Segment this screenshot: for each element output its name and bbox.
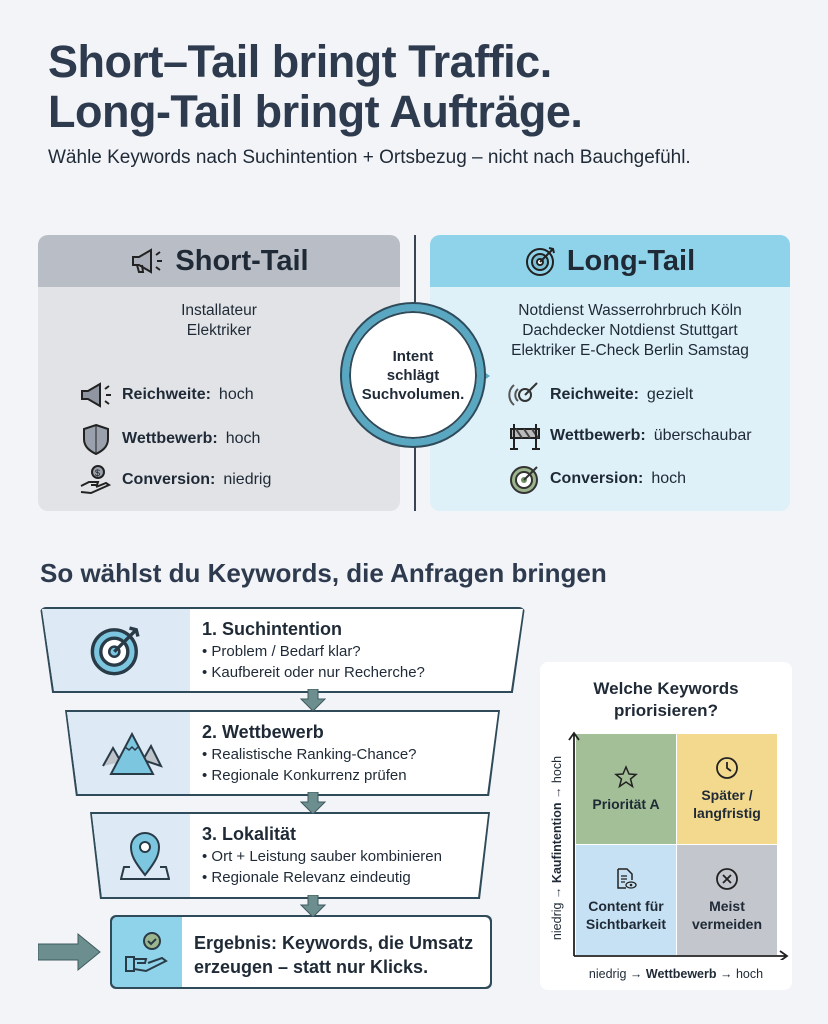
short-tail-heading: Short-Tail [175,244,309,277]
step-title: 3. Lokalität [202,824,297,844]
quadrant-label: Meist [709,898,745,914]
arrow-down-icon [300,689,326,711]
feature-label: Conversion: [550,470,644,487]
axis-text: niedrig → [550,886,564,941]
short-tail-header: Short-Tail [38,235,400,287]
arrow-down-icon [300,792,326,814]
bubble-text: Intent [392,347,434,365]
long-tail-header: Long-Tail [430,235,790,287]
step-title: 2. Wettbewerb [202,722,324,742]
axis-text: → hoch [550,755,564,800]
funnel-step-suchintention: 1. Suchintention • Problem / Bedarf klar?… [40,607,525,693]
feature-label: Reichweite: [122,386,211,403]
hand-check-icon [125,932,168,973]
star-icon [614,765,638,789]
x-circle-icon [716,868,738,890]
feature-conversion: $ Conversion: niedrig [78,464,271,496]
quadrant-priority-a: Priorität A [576,734,676,844]
quadrant-label: Später / [701,787,753,803]
keyword: Elektriker E-Check Berlin Samstag [511,342,749,359]
feature-label: Reichweite: [550,386,639,403]
headline-line-2: Long-Tail bringt Aufträge. [48,86,583,137]
quadrant-label: Content für [588,898,664,914]
clock-icon [716,757,738,779]
short-tail-keywords: Installateur Elektriker [38,301,400,341]
quadrant-label: Sichtbarkeit [585,916,667,932]
axis-title: Kaufintention [550,802,564,884]
step-bullet: • Kaufbereit oder nur Recherche? [202,664,425,681]
y-axis-label: niedrig → Kaufintention → hoch [550,733,568,963]
short-tail-card: Short-Tail Installateur Elektriker Reich… [38,235,400,511]
megaphone-icon [81,382,111,408]
target-icon [525,247,555,276]
step-bullet: • Problem / Bedarf klar? [202,643,361,660]
quadrant-label: vermeiden [691,916,763,932]
result-text: erzeugen – statt nur Klicks. [194,957,429,977]
mountain-icon [101,731,163,775]
barrier-icon [510,424,540,450]
feature-reichweite: Reichweite: hoch [78,381,254,409]
keyword: Elektriker [186,322,252,339]
quadrant-later: Später / langfristig [677,734,777,844]
target-icon [510,466,538,494]
feature-wettbewerb: Wettbewerb: überschaubar [508,421,752,451]
step-bullet: • Ort + Leistung sauber kombinieren [202,848,442,865]
target-radar-icon [508,382,538,406]
feature-wettbewerb: Wettbewerb: hoch [78,423,260,455]
quadrant-label: Priorität A [592,796,660,812]
shield-icon [83,423,109,455]
keyword: Notdienst Wasserrohrbruch Köln [518,302,742,319]
result-text: Ergebnis: Keywords, die Umsatz [194,933,474,953]
funnel-step-wettbewerb: 2. Wettbewerb • Realistische Ranking-Chan… [65,710,500,796]
keyword: Dachdecker Notdienst Stuttgart [522,322,738,339]
target-icon [90,626,140,676]
x-axis-label: niedrig → Wettbewerb → hoch [560,967,792,981]
result-box: Ergebnis: Keywords, die Umsatz erzeugen –… [110,915,492,989]
feature-value: niedrig [223,471,272,488]
matrix-title: Welche Keywords priorisieren? [540,678,792,722]
svg-text:$: $ [95,468,100,478]
feature-reichweite: Reichweite: gezielt [508,379,693,411]
megaphone-icon [132,248,163,274]
feature-value: hoch [225,430,261,447]
subtitle: Wähle Keywords nach Suchintention + Orts… [48,147,691,168]
feature-conversion: Conversion: hoch [508,463,686,495]
headline-line-1: Short–Tail bringt Traffic. [48,36,552,87]
bubble-text: Suchvolumen. [361,385,465,403]
hand-coin-icon: $ [80,465,112,495]
matrix-title-line: priorisieren? [614,701,718,720]
feature-value: hoch [218,386,254,403]
step-title: 1. Suchintention [202,619,343,639]
feature-label: Conversion: [122,471,216,488]
priority-matrix: Welche Keywords priorisieren? Priorität A… [540,662,792,990]
section-heading: So wählst du Keywords, die Anfragen brin… [40,558,607,588]
matrix-axes [568,731,789,960]
step-bullet: • Regionale Konkurrenz prüfen [202,767,407,784]
step-bullet: • Regionale Relevanz eindeutig [202,869,411,886]
arrow-right-icon [38,932,101,972]
long-tail-heading: Long-Tail [566,244,696,277]
axis-text: niedrig → [588,967,643,981]
location-pin-icon [120,831,170,880]
feature-label: Wettbewerb: [550,427,646,444]
feature-value: hoch [651,470,687,487]
quadrant-avoid: Meist vermeiden [677,845,777,955]
axis-title: Wettbewerb [645,967,717,981]
matrix-title-line: Welche Keywords [593,679,739,698]
long-tail-keywords: Notdienst Wasserrohrbruch Köln Dachdecke… [470,301,790,361]
document-eye-icon [617,868,637,889]
quadrant-label: langfristig [693,805,761,821]
feature-value: überschaubar [653,427,752,444]
funnel-step-lokalitaet: 3. Lokalität • Ort + Leistung sauber komb… [90,812,490,899]
long-tail-card: Long-Tail Notdienst Wasserrohrbruch Köln… [430,235,790,511]
keyword: Installateur [181,302,257,319]
bubble-text: schlägt [386,366,440,384]
feature-value: gezielt [646,386,694,403]
arrow-down-icon [300,895,326,917]
step-bullet: • Realistische Ranking-Chance? [202,746,417,763]
feature-label: Wettbewerb: [122,430,218,447]
axis-text: → hoch [720,967,764,981]
